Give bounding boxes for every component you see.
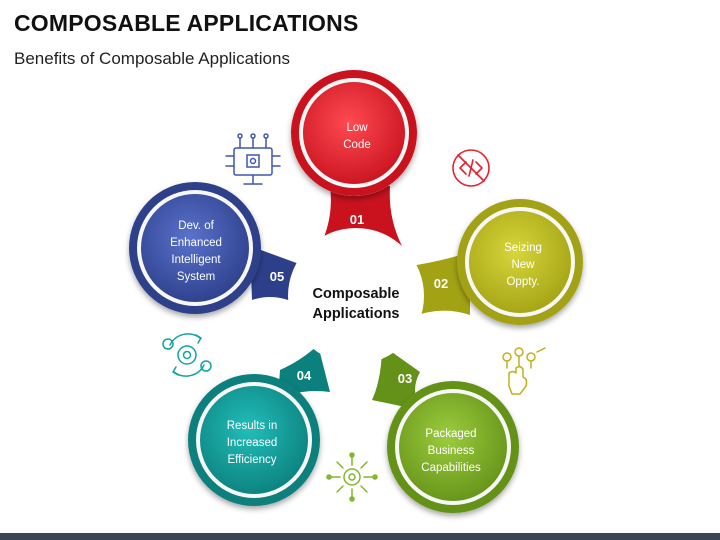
item-02-line3: Oppty. — [506, 276, 539, 288]
item-05-line2: Enhanced — [170, 237, 222, 249]
number-02: 02 — [434, 276, 448, 291]
page-title: COMPOSABLE APPLICATIONS — [14, 10, 359, 36]
item-05-line3: Intelligent — [171, 254, 221, 266]
computer-chip-icon — [225, 133, 281, 185]
item-04-line1: Results in — [227, 420, 278, 432]
petal-02 — [457, 199, 583, 325]
no-code-icon — [452, 149, 490, 187]
number-01: 01 — [350, 212, 364, 227]
item-03-line3: Capabilities — [421, 462, 481, 474]
item-05-line4: System — [177, 271, 215, 283]
item-03-line1: Packaged — [425, 428, 476, 440]
center-label-line1: Composable — [312, 286, 399, 302]
petal-05 — [129, 182, 261, 314]
item-02-line2: New — [511, 259, 535, 271]
petal-01 — [291, 70, 417, 196]
money-gear-cycle-icon — [162, 333, 212, 377]
number-03: 03 — [398, 371, 412, 386]
item-02-line1: Seizing — [504, 242, 542, 254]
gear-network-icon — [326, 452, 378, 502]
center-circle — [288, 228, 424, 364]
footer-bar — [0, 533, 720, 540]
number-05: 05 — [270, 269, 284, 284]
petal-04 — [188, 374, 320, 506]
connector-03 — [372, 345, 420, 410]
item-01-line2: Code — [343, 139, 371, 151]
item-03-line2: Business — [428, 445, 475, 457]
number-04: 04 — [297, 368, 312, 383]
item-05-line1: Dev. of — [178, 220, 214, 232]
item-04-line3: Efficiency — [227, 454, 276, 466]
center-label-line2: Applications — [312, 306, 399, 322]
petal-03 — [387, 381, 519, 513]
page-subtitle: Benefits of Composable Applications — [14, 49, 290, 68]
item-04-line2: Increased — [227, 437, 278, 449]
item-01-line1: Low — [346, 122, 368, 134]
hand-keys-icon — [502, 347, 546, 395]
